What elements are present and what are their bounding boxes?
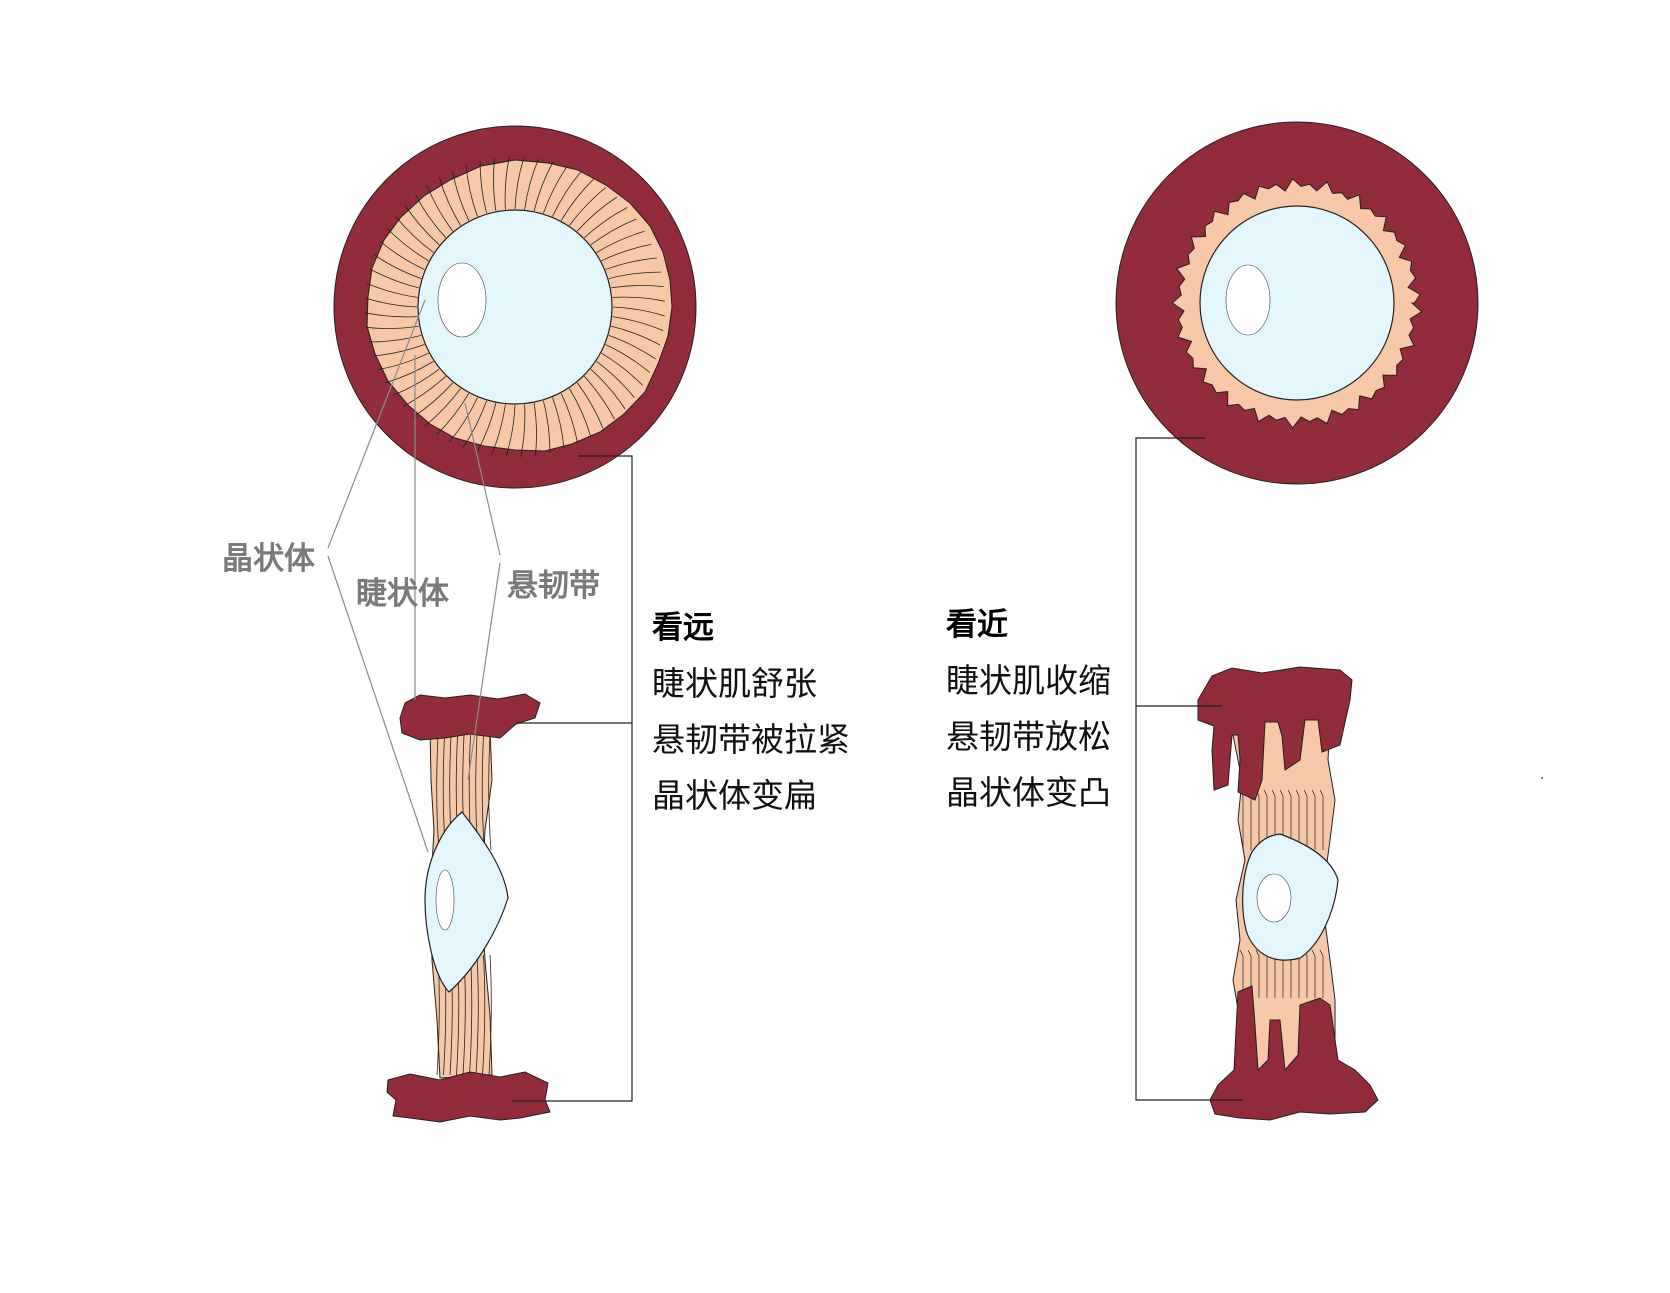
near-wave-strokes [1239, 789, 1324, 998]
near-line-3: 晶状体变凸 [946, 773, 1111, 812]
near-fiber-waves [1239, 789, 1324, 998]
far-front-view [333, 125, 697, 489]
near-lens-front [1199, 205, 1395, 401]
far-ciliary-spokes [365, 157, 665, 457]
near-line-2: 悬韧带放松 [946, 717, 1111, 756]
far-bracket [512, 455, 633, 1102]
near-front-view [1115, 121, 1479, 485]
lens-pointer-bottom [327, 555, 429, 853]
stray-dot [1541, 777, 1543, 779]
far-line-2: 悬韧带被拉紧 [652, 720, 850, 759]
lens-pointer-top [327, 299, 426, 549]
far-ciliary-bottom [386, 1071, 551, 1123]
near-ciliary-bottom [1209, 985, 1379, 1121]
near-bracket [1135, 437, 1243, 1101]
near-lens-highlight [1225, 264, 1271, 336]
far-line-3: 晶状体变扁 [652, 776, 817, 815]
near-ciliary-top [1197, 666, 1353, 801]
far-lens-front [417, 209, 613, 405]
far-heading: 看远 [652, 610, 714, 646]
far-lens-side-highlight [435, 869, 455, 931]
far-lens-highlight [437, 262, 487, 338]
far-line-1: 睫状肌舒张 [652, 664, 817, 703]
label-ciliary-body: 睫状体 [356, 576, 449, 612]
label-zonule: 悬韧带 [507, 568, 600, 604]
label-pointers [327, 299, 501, 853]
zonule-pointer-top [464, 402, 501, 556]
far-fiber-lines [436, 734, 492, 1076]
far-lens-side [424, 811, 509, 993]
near-lens-side-highlight [1256, 873, 1292, 923]
far-fiber-strokes [436, 734, 492, 1076]
far-spoke-lines [365, 157, 665, 457]
near-side-view [1197, 666, 1379, 1121]
zonule-pointer-bottom [467, 562, 501, 781]
label-lens: 晶状体 [222, 541, 315, 577]
near-heading: 看近 [946, 607, 1008, 643]
near-line-1: 睫状肌收缩 [946, 661, 1111, 700]
far-ciliary-top [399, 693, 541, 741]
far-side-view [386, 693, 551, 1123]
